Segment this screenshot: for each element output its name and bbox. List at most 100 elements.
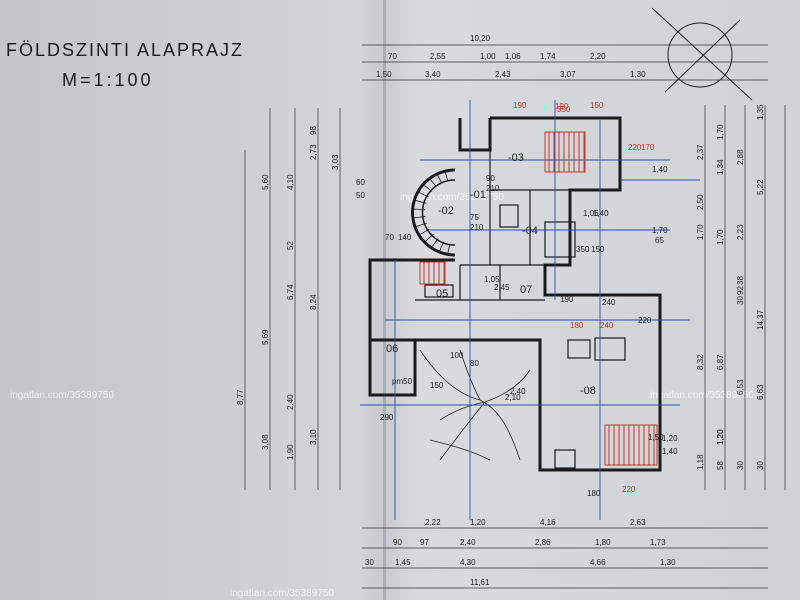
- dimension-label: 1,50: [376, 70, 392, 79]
- stair-tread: [424, 233, 434, 243]
- dimension-label: 2,40: [460, 538, 476, 547]
- dimension-label: 2,73: [309, 144, 318, 160]
- dimension-label: 1,00: [480, 52, 496, 61]
- dimension-label: 14,37: [756, 309, 765, 330]
- dimension-label: 3,10: [309, 429, 318, 445]
- handwritten-note: 170: [641, 143, 655, 152]
- dimension-label: 3,40: [425, 70, 441, 79]
- plan-measure: 210: [486, 184, 500, 193]
- stair-tread: [415, 222, 427, 228]
- dimension-label: 2,50: [696, 194, 705, 210]
- dimension-label: 1,70: [696, 224, 705, 240]
- room-number: -03: [508, 152, 524, 164]
- dimension-label: 6,74: [286, 284, 295, 300]
- room-number: 07: [520, 284, 532, 296]
- dimension-label: 1,34: [716, 159, 725, 175]
- handwritten-note: 240: [600, 321, 614, 330]
- plan-measure: 75: [470, 213, 479, 222]
- north-arrow-icon: [651, 7, 753, 101]
- dimension-label: 1,20: [716, 429, 725, 445]
- handwritten-note: 180: [570, 321, 584, 330]
- dimension-label: 60: [356, 178, 365, 187]
- room-number: -02: [438, 205, 454, 217]
- dimension-label: 3,03: [331, 154, 340, 170]
- top-dimension-lines: [362, 44, 768, 81]
- plan-measure: 150: [430, 381, 444, 390]
- dimension-label: 2,23: [736, 224, 745, 240]
- plan-measure: 1,05: [484, 275, 500, 284]
- dimension-label: 1,06: [505, 52, 521, 61]
- dimension-label: 2,63: [630, 518, 646, 527]
- plan-measure: 180: [587, 489, 601, 498]
- dimension-label: 4,66: [590, 558, 606, 567]
- dimension-label: 1,73: [650, 538, 666, 547]
- dimension-label: 1,20: [662, 434, 678, 443]
- plan-measure: 190: [560, 295, 574, 304]
- handwritten-note: 350: [557, 105, 571, 114]
- dimension-label: 4,30: [460, 558, 476, 567]
- dimension-label: 3,07: [560, 70, 576, 79]
- left-dimension-lines: [244, 108, 341, 490]
- dimension-label: 6,87: [716, 354, 725, 370]
- plan-measure: 350: [576, 245, 590, 254]
- dimension-label: 2,22: [425, 518, 441, 527]
- stair-tread: [436, 173, 443, 184]
- dimension-label: 65: [655, 236, 664, 245]
- plan-measure: pm50: [392, 377, 413, 386]
- plan-measure: 210: [470, 223, 484, 232]
- dimension-label: 3,08: [261, 434, 270, 450]
- stair-tread: [417, 191, 429, 198]
- dimension-label: 1,70: [652, 226, 668, 235]
- handwritten-note: 150: [590, 101, 604, 110]
- dimension-total-length: 11,61: [470, 578, 490, 587]
- dimension-label: 1,70: [716, 124, 725, 140]
- dimension-label: 1,30: [660, 558, 676, 567]
- dimension-label: 52: [286, 241, 295, 250]
- watermark: ingatlan.com/35389750: [230, 588, 334, 599]
- dimension-label: 5,22: [756, 179, 765, 195]
- dimension-total-width: 10,20: [470, 34, 491, 43]
- dimension-label: 6,53: [736, 379, 745, 395]
- watermark: ingatlan.com/35389750: [10, 390, 114, 401]
- dimension-label: 30: [736, 461, 745, 470]
- plan-measure: 150: [591, 245, 605, 254]
- right-dimension-lines: [704, 105, 786, 490]
- plan-measure: 2,45: [494, 283, 510, 292]
- dimension-label: 1,35: [756, 104, 765, 120]
- dimension-label: 8,32: [696, 354, 705, 370]
- dimension-label: 2,40: [286, 394, 295, 410]
- room-number: 05: [436, 288, 448, 300]
- dimension-label: 5,60: [261, 174, 270, 190]
- plan-measure: 1,40: [593, 209, 609, 218]
- dimension-label: 30: [736, 296, 745, 305]
- dimension-label: 8,24: [309, 294, 318, 310]
- dimension-label: 2,88: [736, 149, 745, 165]
- dimension-label: 4,16: [540, 518, 556, 527]
- dimension-label: 2,43: [495, 70, 511, 79]
- watermark: ingatlan.com/35389750: [650, 390, 754, 401]
- dimension-label: 1,20: [716, 429, 725, 445]
- room-number: -01: [470, 189, 486, 201]
- dimension-label: 4,10: [286, 174, 295, 190]
- plan-measure: 140: [398, 233, 412, 242]
- stair-tread: [413, 216, 426, 219]
- stair-tread: [419, 228, 430, 236]
- dimension-label: 2,20: [590, 52, 606, 61]
- dimension-label: 1,90: [286, 444, 295, 460]
- plan-measure: 220: [638, 316, 652, 325]
- plan-measure: 90: [486, 174, 495, 183]
- plan-measure: 2,40: [510, 387, 526, 396]
- dimension-label: 58: [716, 461, 725, 470]
- dimension-label: 98: [309, 126, 318, 135]
- plan-measure: 240: [602, 298, 616, 307]
- plan-title: FÖLDSZINTI ALAPRAJZ: [6, 40, 245, 60]
- stair-tread: [428, 177, 437, 188]
- stair-tread: [444, 170, 449, 182]
- stair-tread: [431, 238, 439, 248]
- dimension-label: 1,18: [696, 454, 705, 470]
- dimension-label: 1,70: [716, 229, 725, 245]
- dimension-label: 92: [736, 286, 745, 295]
- plan-measure: 100: [450, 351, 464, 360]
